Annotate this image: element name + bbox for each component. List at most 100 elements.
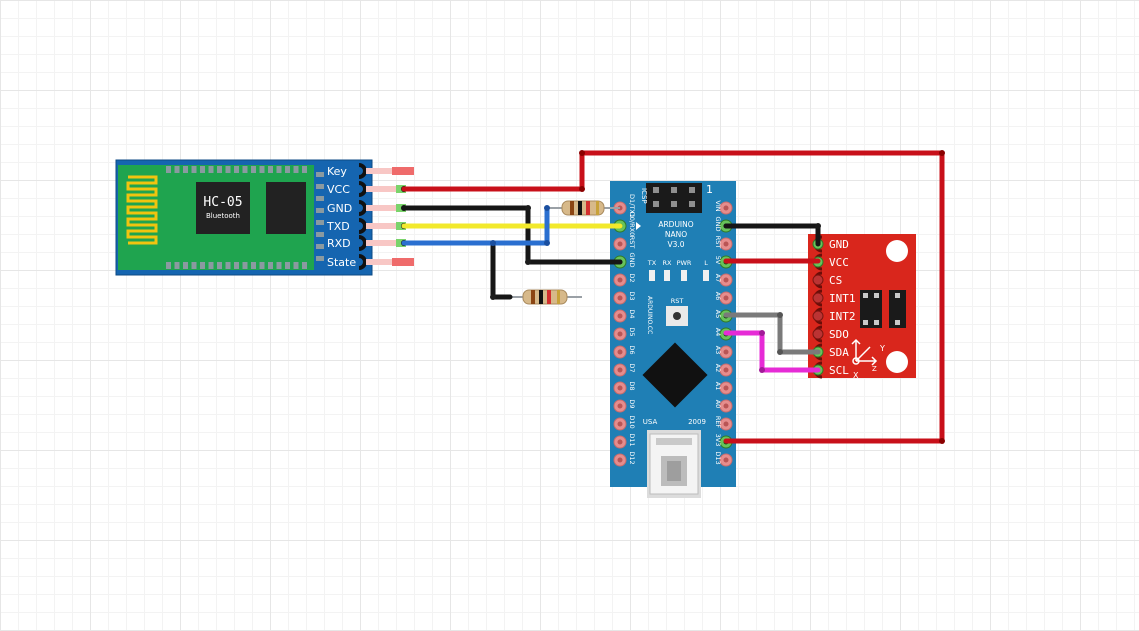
adxl-axis-y: Y — [879, 344, 885, 353]
hc05-pin-lead — [366, 205, 402, 211]
hc05-title: HC-05 — [203, 195, 242, 210]
nano-pin-label-left: D10 — [628, 415, 636, 428]
nano-led-pwr — [681, 270, 687, 281]
adxl-pin-int2[interactable] — [812, 310, 824, 322]
nano-led-l-label: L — [704, 259, 708, 267]
nano-rst-label: RST — [671, 297, 684, 305]
wire-gnd-hc05 — [401, 205, 623, 265]
hc05-pin-label-state: State — [327, 256, 356, 269]
nano-pin-label-right: A5 — [714, 310, 722, 319]
nano-brand-label: ARDUINO.CC — [646, 296, 653, 334]
hc05-pin-label-txd: TXD — [326, 220, 350, 233]
nano-led-pwr-label: PWR — [677, 259, 692, 267]
nano-pin-label-left: D8 — [628, 381, 636, 390]
nano-year-label: 2009 — [688, 418, 706, 426]
hc05-chip-2 — [266, 182, 306, 234]
nano-usa-label: USA — [643, 418, 658, 426]
hc05-pin-label-vcc: VCC — [327, 183, 350, 196]
hc05-chip — [196, 182, 250, 234]
nano-pin-label-left: D12 — [628, 451, 636, 464]
wire-junctions — [490, 150, 945, 444]
wire-vcc-hc05 — [401, 150, 945, 444]
hc05-antenna — [126, 175, 158, 245]
hc05-pin-lead — [366, 168, 402, 174]
nano-pin-label-right: GND — [714, 217, 722, 232]
adxl-mount-hole-bottom — [886, 351, 908, 373]
nano-pin-label-right: A6 — [714, 292, 722, 301]
nano-led-tx-label: TX — [647, 259, 657, 267]
nano-pin1-marker — [636, 222, 641, 230]
nano-pin-label-right: A1 — [714, 382, 722, 391]
nano-usb-connector — [647, 430, 701, 498]
resistor-2 — [510, 289, 582, 305]
nano-pin-label-right: 5V — [714, 256, 722, 265]
hc05-subtitle: Bluetooth — [206, 212, 240, 220]
nano-pin-label-left: GND — [628, 253, 636, 268]
nano-pin-label-left: D9 — [628, 399, 636, 408]
nano-pin-label-left: RST — [628, 236, 636, 249]
wires — [401, 150, 945, 444]
nano-pin-headers: D1/TX1D0/RX0RSTGNDD2D3D4D5D6D7D8D9D10D11… — [613, 194, 733, 467]
resistor-1 — [545, 200, 620, 216]
nano-pin-label-left: D2 — [628, 273, 636, 282]
adxl-pin-sdo[interactable] — [812, 328, 824, 340]
nano-pin-label-right: A3 — [714, 346, 722, 355]
nano-pin-label-left: D1/TX1 — [628, 194, 636, 218]
hc05-pin-label-key: Key — [327, 165, 347, 178]
hc05-pin-hook — [358, 254, 367, 270]
hc05-pin-hook — [358, 181, 367, 197]
adxl-pin-label-sdo: SDO — [829, 328, 849, 341]
adxl-axis-x: X — [853, 371, 859, 380]
adxl-pin-label-sda: SDA — [829, 346, 849, 359]
adxl-component-1 — [860, 290, 882, 328]
hc05-pin-hook — [358, 218, 367, 234]
hc05-pin-hook — [358, 235, 367, 251]
hc05-pin-label-rxd: RXD — [327, 237, 351, 250]
adxl-mount-hole-top — [886, 240, 908, 262]
wire-scl — [723, 330, 821, 373]
nano-pin-label-right: A0 — [714, 400, 722, 409]
nano-icsp-label: ICSP — [640, 188, 648, 204]
adxl-axis-marker — [851, 338, 878, 366]
adxl-pin-label-cs: CS — [829, 274, 842, 287]
nano-pin-label-left: D6 — [628, 345, 636, 354]
nano-name-3: V3.0 — [667, 240, 684, 249]
nano-pin-label-left: D4 — [628, 309, 636, 318]
adxl-pin-int1[interactable] — [812, 292, 824, 304]
nano-pin-label-right: A7 — [714, 274, 722, 283]
nano-name-2: NANO — [665, 230, 687, 239]
nano-led-l — [703, 270, 709, 281]
hc05-pin-label-gnd: GND — [327, 202, 352, 215]
hc05-pin-hook — [358, 200, 367, 216]
hc05-pin-lead — [366, 259, 402, 265]
adxl-pin-label-gnd: GND — [829, 238, 849, 251]
adxl-pin-label-scl: SCL — [829, 364, 849, 377]
nano-led-rx — [664, 270, 670, 281]
nano-name-1: ARDUINO — [658, 220, 693, 229]
nano-pin-label-right: A4 — [714, 328, 722, 337]
adxl-pin-label-int2: INT2 — [829, 310, 856, 323]
hc05-pin-lead — [366, 186, 402, 192]
nano-led-rx-label: RX — [663, 259, 673, 267]
nano-pin-label-left: D11 — [628, 433, 636, 446]
nano-pin-label-left: D7 — [628, 363, 636, 372]
wire-sda — [723, 312, 821, 355]
nano-one-label: 1 — [706, 183, 713, 196]
nano-pin-label-right: 3V3 — [714, 434, 722, 447]
adxl-component-2 — [889, 290, 906, 328]
adxl-pin-label-int1: INT1 — [829, 292, 856, 305]
hc05-pin-lead — [366, 223, 402, 229]
nano-pin-label-left: D5 — [628, 327, 636, 336]
hc05-pin-open[interactable] — [392, 258, 414, 266]
hc05-pin-lead — [366, 240, 402, 246]
adxl-pin-cs[interactable] — [812, 274, 824, 286]
adxl-pin-label-vcc: VCC — [829, 256, 849, 269]
nano-led-tx — [649, 270, 655, 281]
hc05-pin-open[interactable] — [392, 167, 414, 175]
wire-gnd-adxl — [723, 223, 821, 247]
nano-pin-label-right: D13 — [714, 451, 722, 464]
